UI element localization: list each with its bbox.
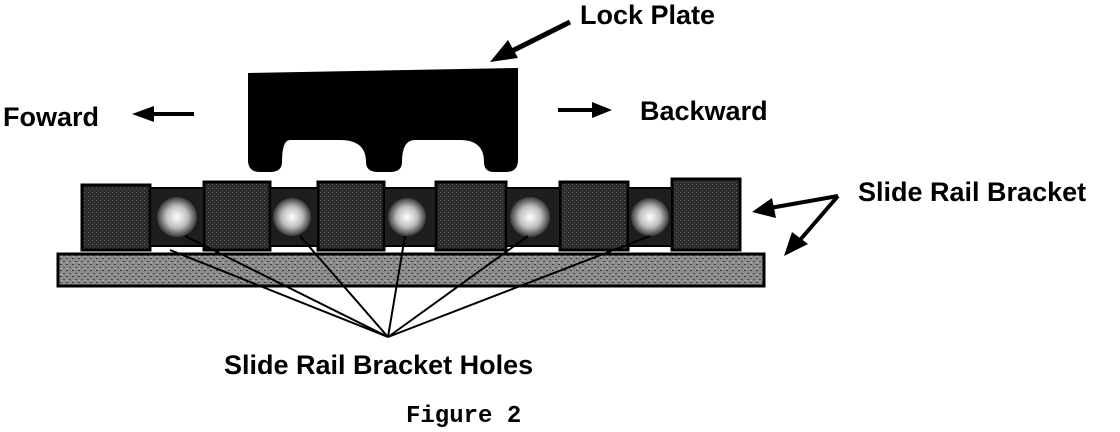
bracket-hole [273, 198, 311, 236]
hole-leader-lines [169, 235, 651, 338]
lock-plate [248, 68, 518, 172]
forward-arrow [132, 106, 194, 122]
slide-rail-bracket-label: Slide Rail Bracket [858, 177, 1086, 207]
backward-label: Backward [640, 96, 768, 126]
bracket-block [202, 180, 272, 252]
bracket-block [316, 180, 386, 252]
bracket-hole [157, 197, 197, 237]
bracket-block [670, 177, 742, 252]
bracket-holes-label: Slide Rail Bracket Holes [224, 350, 533, 380]
forward-label: Foward [3, 102, 99, 132]
figure-caption: Figure 2 [406, 403, 521, 430]
lock-plate-arrow [490, 19, 572, 62]
slide-rail [56, 252, 766, 288]
bracket-block [434, 180, 508, 252]
bracket-hole [631, 198, 669, 236]
bracket-hole [510, 197, 550, 237]
backward-arrow [558, 102, 612, 118]
bracket-block [80, 183, 152, 252]
bracket-block [558, 180, 630, 252]
bracket-holes [149, 187, 673, 247]
lock-plate-label: Lock Plate [580, 0, 715, 30]
bracket-arrows [752, 194, 840, 256]
bracket-hole [388, 198, 426, 236]
